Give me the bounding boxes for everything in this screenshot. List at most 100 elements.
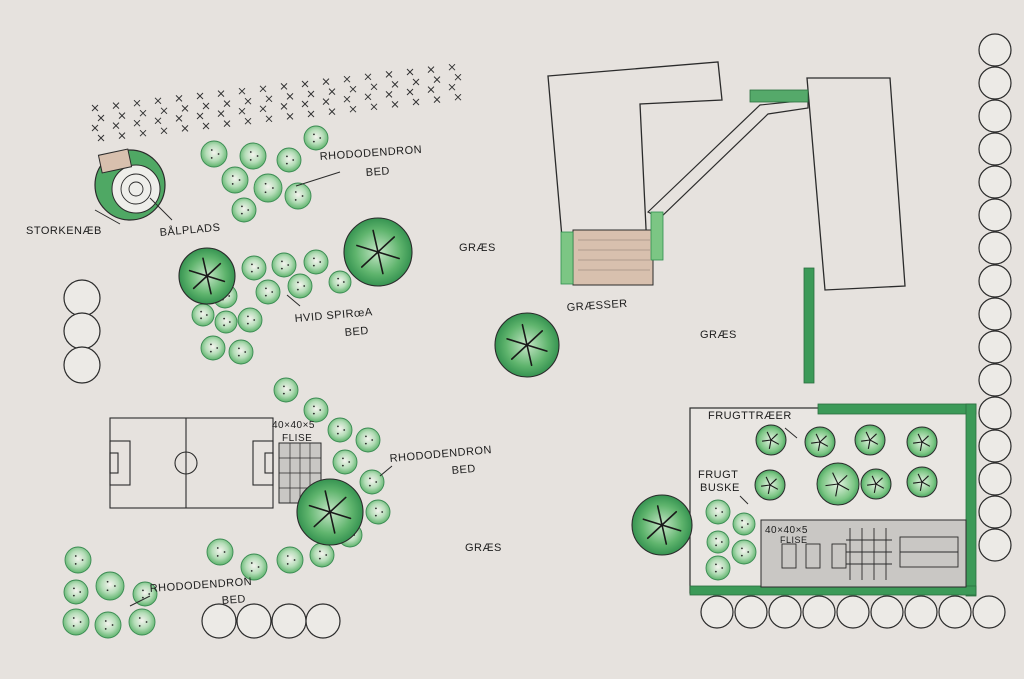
cross-stroke	[286, 93, 294, 100]
tree-branch	[656, 505, 663, 526]
shrub-dot	[106, 589, 109, 592]
cross-stroke	[175, 95, 183, 102]
fruit-tree-branch	[835, 483, 839, 497]
cross-stroke	[181, 105, 189, 112]
cross-stroke	[406, 88, 414, 96]
cross-mark	[160, 107, 168, 115]
shrub-crown	[303, 397, 329, 423]
tree-branch	[372, 229, 379, 253]
cross-mark	[448, 83, 456, 91]
shrub	[239, 142, 267, 170]
cross-stroke	[259, 105, 267, 113]
shrub-dot	[104, 628, 107, 630]
cross-stroke	[286, 113, 294, 120]
outline-tree	[63, 346, 101, 384]
outline-tree	[978, 231, 1012, 265]
shrub-dot	[337, 284, 339, 287]
shrub	[200, 140, 228, 168]
fruit-tree-branch	[875, 483, 885, 489]
tree-branch	[206, 275, 226, 283]
shrub	[365, 499, 391, 525]
cross-mark	[448, 63, 456, 71]
cross-mark	[97, 134, 105, 142]
cross-stroke	[154, 117, 162, 125]
shrub-dot	[241, 205, 243, 208]
shrub-dot	[375, 481, 378, 483]
tree-branch	[308, 504, 331, 513]
outline-tree	[978, 132, 1012, 166]
cross-stroke	[328, 88, 336, 95]
shrub-dot	[216, 555, 219, 557]
shrub-dot	[246, 322, 249, 325]
shrub-dot	[368, 484, 371, 487]
cross-stroke	[118, 132, 126, 139]
cross-stroke	[223, 100, 231, 107]
fruit-tree-branch	[917, 433, 923, 443]
tree-branch	[661, 524, 668, 545]
outline-tree	[63, 312, 101, 350]
cross-mark	[223, 100, 231, 107]
cross-mark	[181, 125, 189, 132]
shrub-dot	[741, 526, 743, 529]
fruit-tree-branch	[921, 481, 931, 487]
tree-branch	[377, 236, 396, 253]
cross-mark	[322, 78, 330, 85]
cross-stroke	[349, 105, 357, 113]
cross-mark	[91, 104, 99, 112]
shrub	[128, 608, 156, 636]
fruit-tree	[755, 424, 787, 456]
shrub-dot	[747, 551, 750, 553]
shrub-crown	[327, 417, 353, 443]
fruit-tree-branch	[825, 483, 839, 487]
cross-mark	[280, 103, 288, 110]
shrub-dot	[286, 555, 289, 557]
fruit-tree-branch	[913, 481, 923, 484]
outline-tree	[768, 595, 802, 629]
shrub-dot	[256, 155, 259, 157]
shrub-dot	[250, 570, 253, 572]
outline-tree	[938, 595, 972, 629]
shrub-dot	[714, 514, 717, 517]
shrub-dot	[721, 511, 724, 513]
cross-stroke	[328, 108, 336, 115]
tree-branch	[356, 244, 379, 253]
shrub-crown	[271, 252, 297, 278]
shrub	[200, 335, 226, 361]
hedge-vertical	[803, 267, 815, 384]
shrub-dot	[72, 625, 75, 627]
tree-branch	[377, 251, 384, 275]
shrub-crown	[64, 546, 92, 574]
shrub-crown	[365, 499, 391, 525]
shrub	[328, 270, 352, 294]
label-graesser: GRÆSSER	[566, 298, 628, 314]
shrub-dot	[325, 554, 328, 556]
cross-mark	[154, 97, 162, 105]
shrub-crown	[206, 538, 234, 566]
shrub-dot	[106, 580, 109, 583]
outline-tree	[978, 165, 1012, 199]
cross-mark	[391, 81, 399, 88]
shrub-dot	[371, 439, 374, 441]
shrub-dot	[282, 392, 285, 395]
shrub-crown	[303, 125, 329, 151]
shrub-dot	[244, 351, 247, 353]
shrub-dot	[720, 541, 723, 543]
shrub	[705, 555, 731, 581]
shrub-dot	[264, 294, 267, 297]
label-graes-right: GRÆS	[700, 329, 737, 341]
cross-stroke	[196, 112, 204, 120]
shrub-dot	[240, 212, 243, 215]
cross-mark	[322, 98, 330, 105]
shrub-dot	[148, 593, 151, 595]
fruit-tree-branch	[761, 484, 771, 487]
shrub	[94, 611, 122, 639]
cross-mark	[427, 66, 435, 73]
shrub	[273, 377, 299, 403]
cross-mark	[406, 88, 414, 96]
label-flise-left-2: FLISE	[282, 433, 312, 444]
shrub-dot	[257, 566, 260, 568]
tree-branch	[506, 338, 528, 346]
shrub-dot	[294, 191, 297, 193]
shrub-crown	[287, 273, 313, 299]
shrubs-layer	[62, 125, 757, 639]
